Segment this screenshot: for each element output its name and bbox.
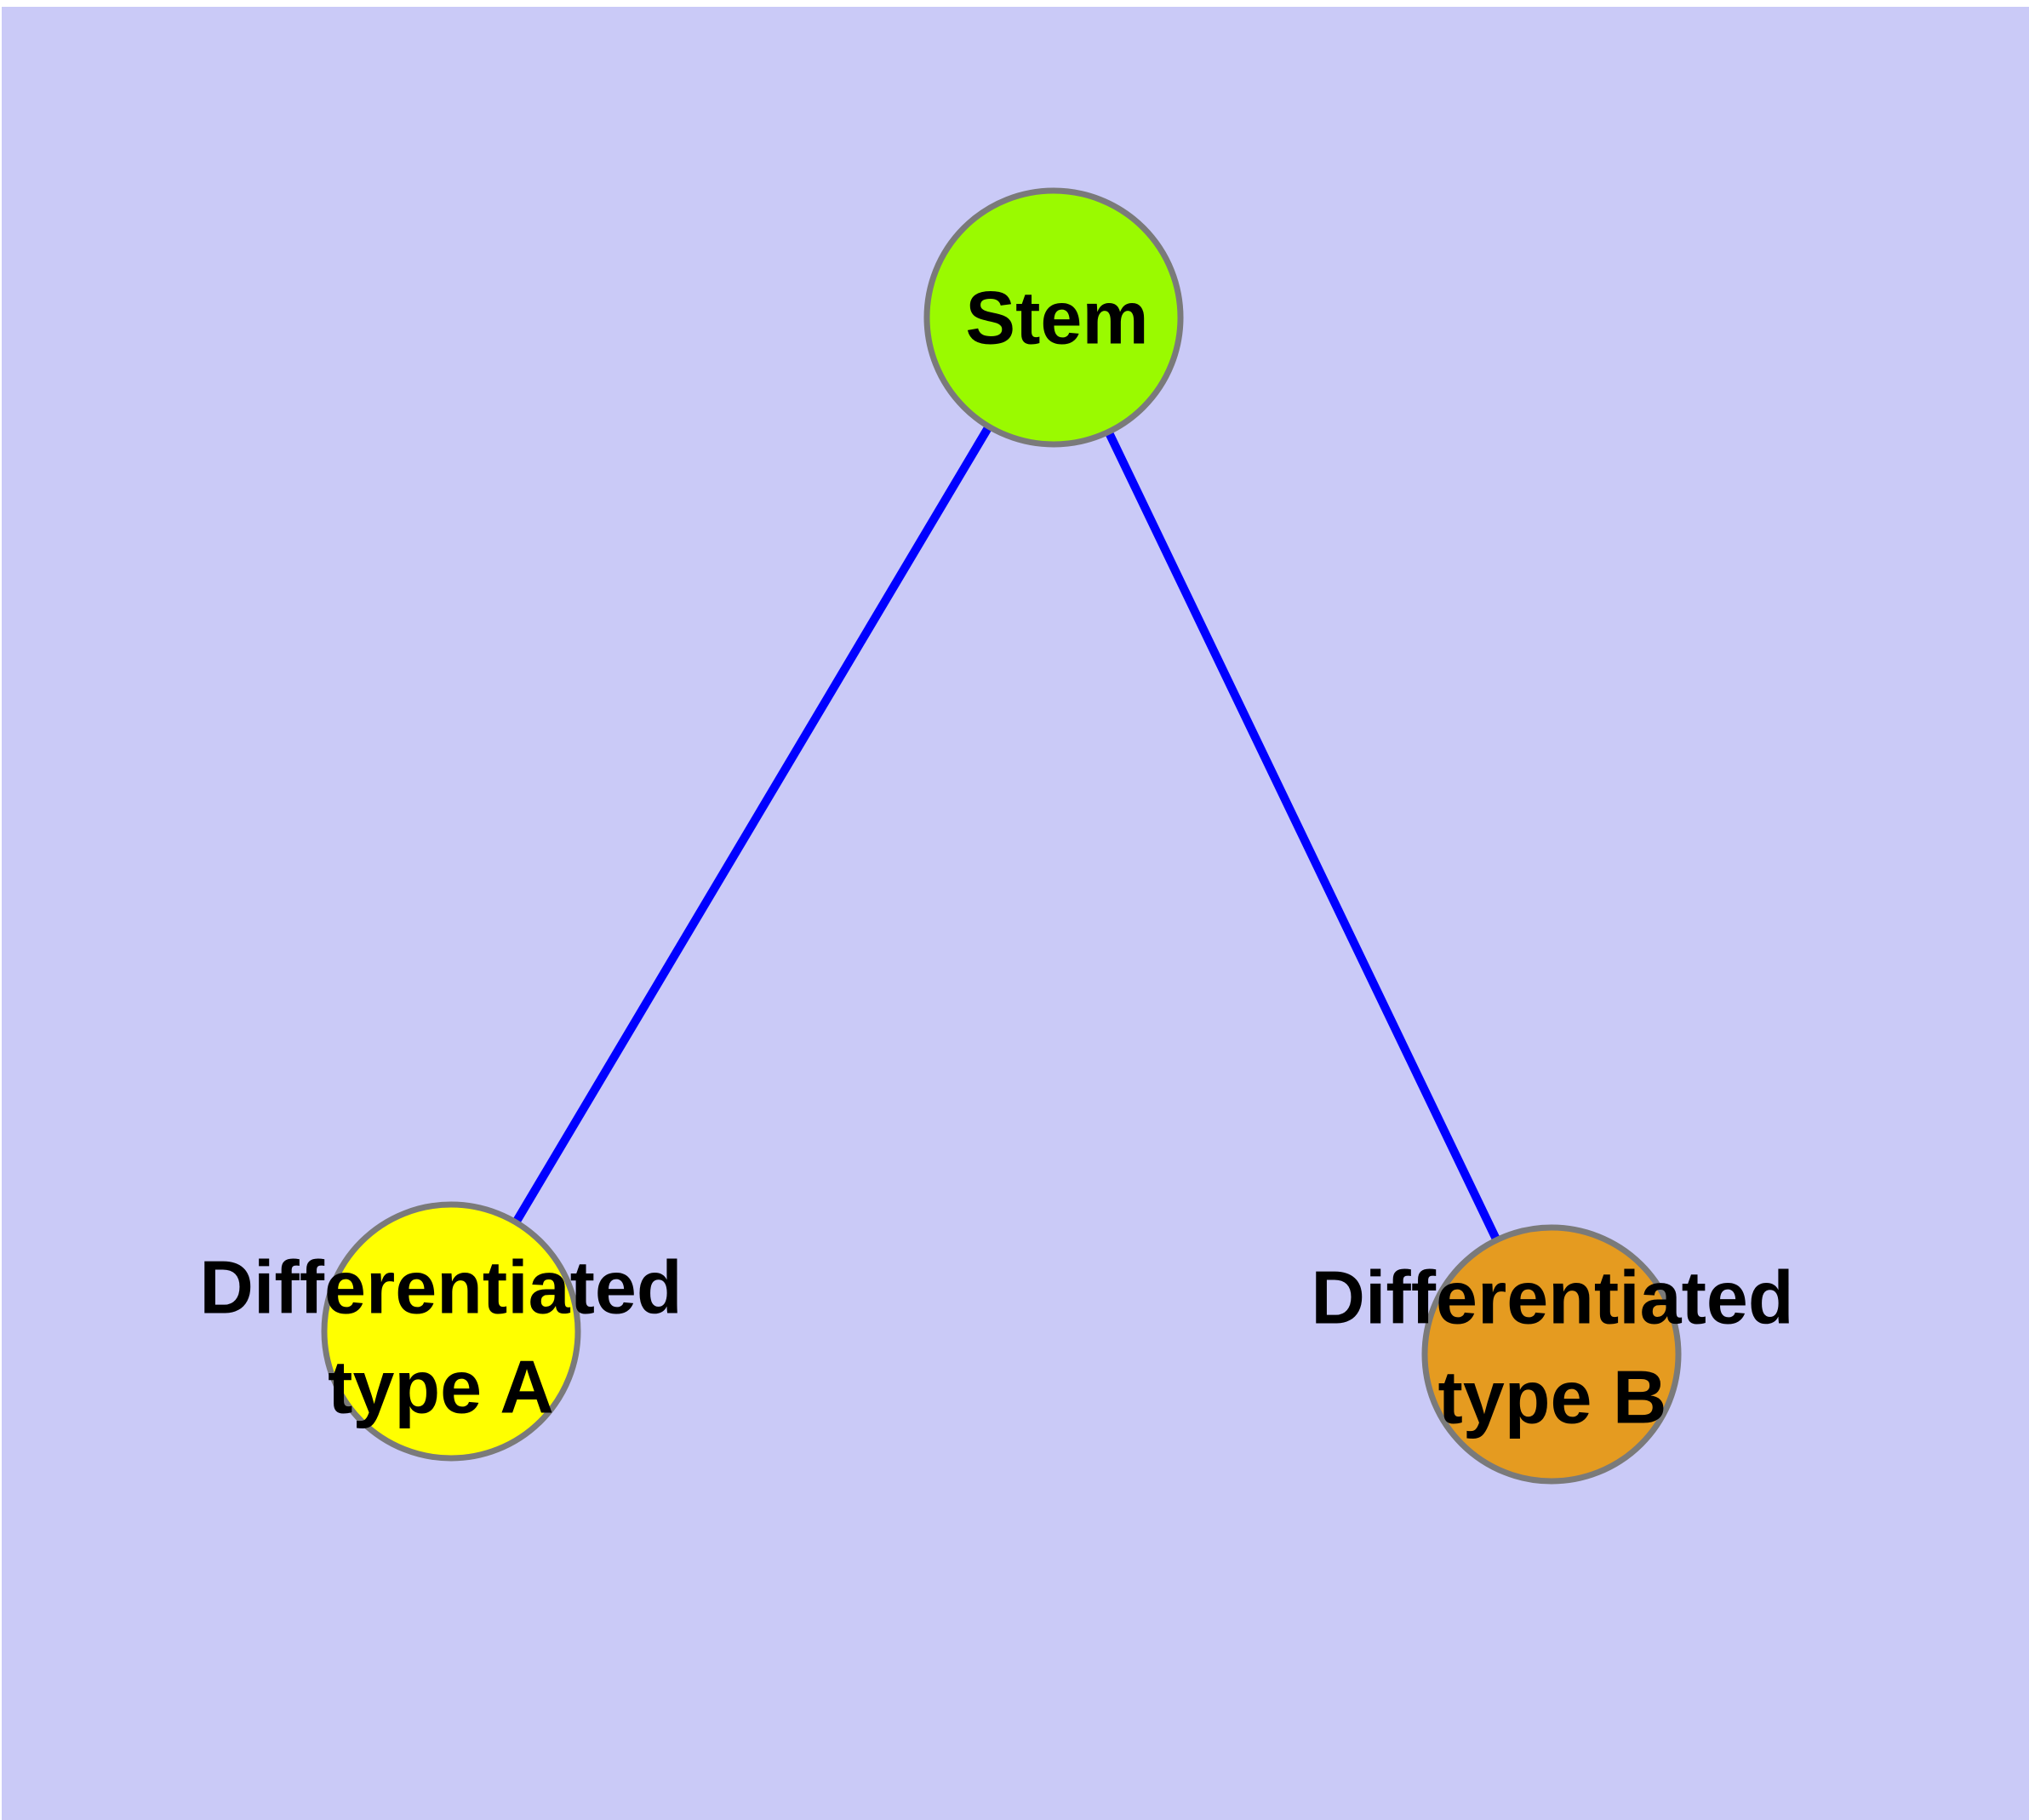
edge-stem-to-type-a (447, 315, 1058, 1334)
node-stem-circle (923, 187, 1184, 448)
node-type-b-label-line2: type B (1438, 1355, 1667, 1439)
node-differentiated-type-b-circle (1421, 1224, 1682, 1485)
node-type-a-label-line1: Differentiated (199, 1245, 682, 1330)
node-type-b-label-line1: Differentiated (1311, 1256, 1793, 1340)
node-differentiated-type-a-circle (321, 1201, 581, 1462)
node-stem-label: Stem (965, 276, 1148, 360)
node-type-a-label-line2: type A (328, 1345, 554, 1429)
edge-stem-to-type-b (1049, 315, 1556, 1357)
